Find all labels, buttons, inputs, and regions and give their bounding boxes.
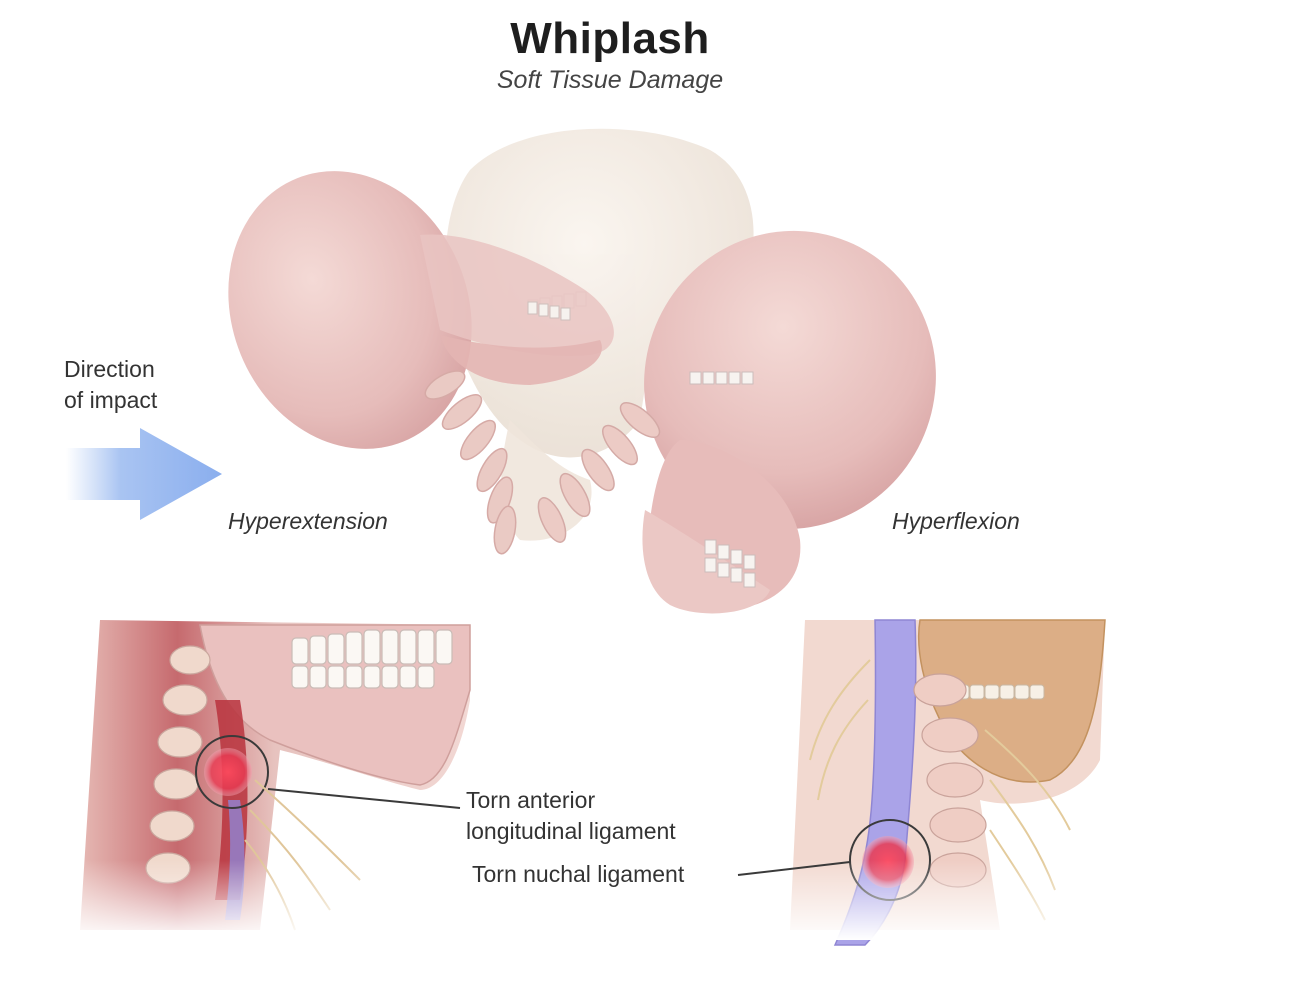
left-closeup-teeth [291,629,453,689]
hyperextension-label: Hyperextension [228,508,388,534]
torn-anterior-line2: longitudinal ligament [466,818,676,844]
direction-label-line2: of impact [64,387,158,413]
hyperflexion-label: Hyperflexion [892,508,1020,534]
left-injury-circle [195,735,269,809]
left-jaw [199,624,471,786]
hyperflexion-skull [537,230,936,614]
hyperextension-teeth [527,301,571,321]
hyperflexion-spine [537,402,661,543]
torn-anterior-line1: Torn anterior [466,787,596,813]
diagram-subtitle: Soft Tissue Damage [496,66,724,94]
torn-nuchal-label: Torn nuchal ligament [472,861,685,887]
leader-line-nuchal [737,861,851,876]
left-injury-spot [204,748,252,796]
direction-label-line1: Direction [64,356,155,382]
torn-anterior-label: Torn anterior longitudinal ligament [466,785,676,847]
hyperextension-spine [424,370,517,555]
right-neck-closeup [790,619,1110,946]
leader-line-anterior [267,788,461,809]
hyperflexion-upper-teeth [689,371,754,385]
hyperflexion-teeth [704,539,756,588]
direction-label: Direction of impact [64,354,157,416]
left-neck-closeup [80,620,500,940]
hyperextension-skull [228,171,614,555]
impact-arrow [66,428,222,520]
diagram-title: Whiplash [510,14,710,63]
